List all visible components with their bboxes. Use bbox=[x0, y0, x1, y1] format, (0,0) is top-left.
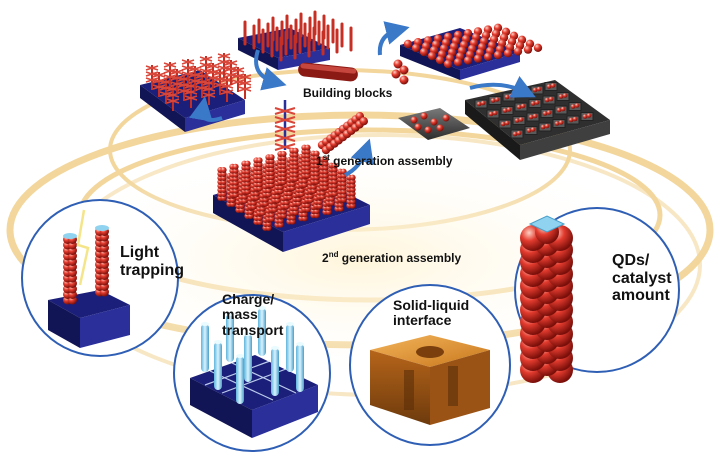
light-trapping-circle bbox=[21, 199, 179, 357]
solid-liquid-label: Solid-liquid interface bbox=[393, 297, 470, 329]
building-block-rod-diagonal bbox=[317, 112, 368, 155]
qds-catalyst-label: QDs/ catalyst amount bbox=[612, 252, 672, 305]
second-generation-label: 2nd generation assembly bbox=[322, 250, 462, 265]
first-generation-label: 1st generation assembly bbox=[316, 153, 453, 168]
building-blocks-label: Building blocks bbox=[303, 86, 393, 100]
flow-arrows bbox=[189, 21, 536, 177]
branched-building-block bbox=[274, 100, 296, 151]
left-branched-array bbox=[140, 53, 252, 132]
main-rod-array bbox=[213, 144, 370, 252]
right-cell-array bbox=[465, 80, 610, 160]
charge-transport-circle bbox=[173, 294, 331, 452]
qds-catalyst-circle bbox=[514, 207, 680, 383]
building-block-rod-top bbox=[298, 62, 358, 82]
middle-plate bbox=[398, 108, 470, 140]
solid-liquid-circle bbox=[349, 284, 511, 446]
top-right-array bbox=[400, 23, 543, 80]
light-trapping-label: Light trapping bbox=[120, 244, 184, 279]
building-block-spheres bbox=[391, 59, 409, 85]
top-center-array bbox=[238, 10, 353, 70]
charge-transport-label: Charge/ mass transport bbox=[222, 291, 284, 338]
